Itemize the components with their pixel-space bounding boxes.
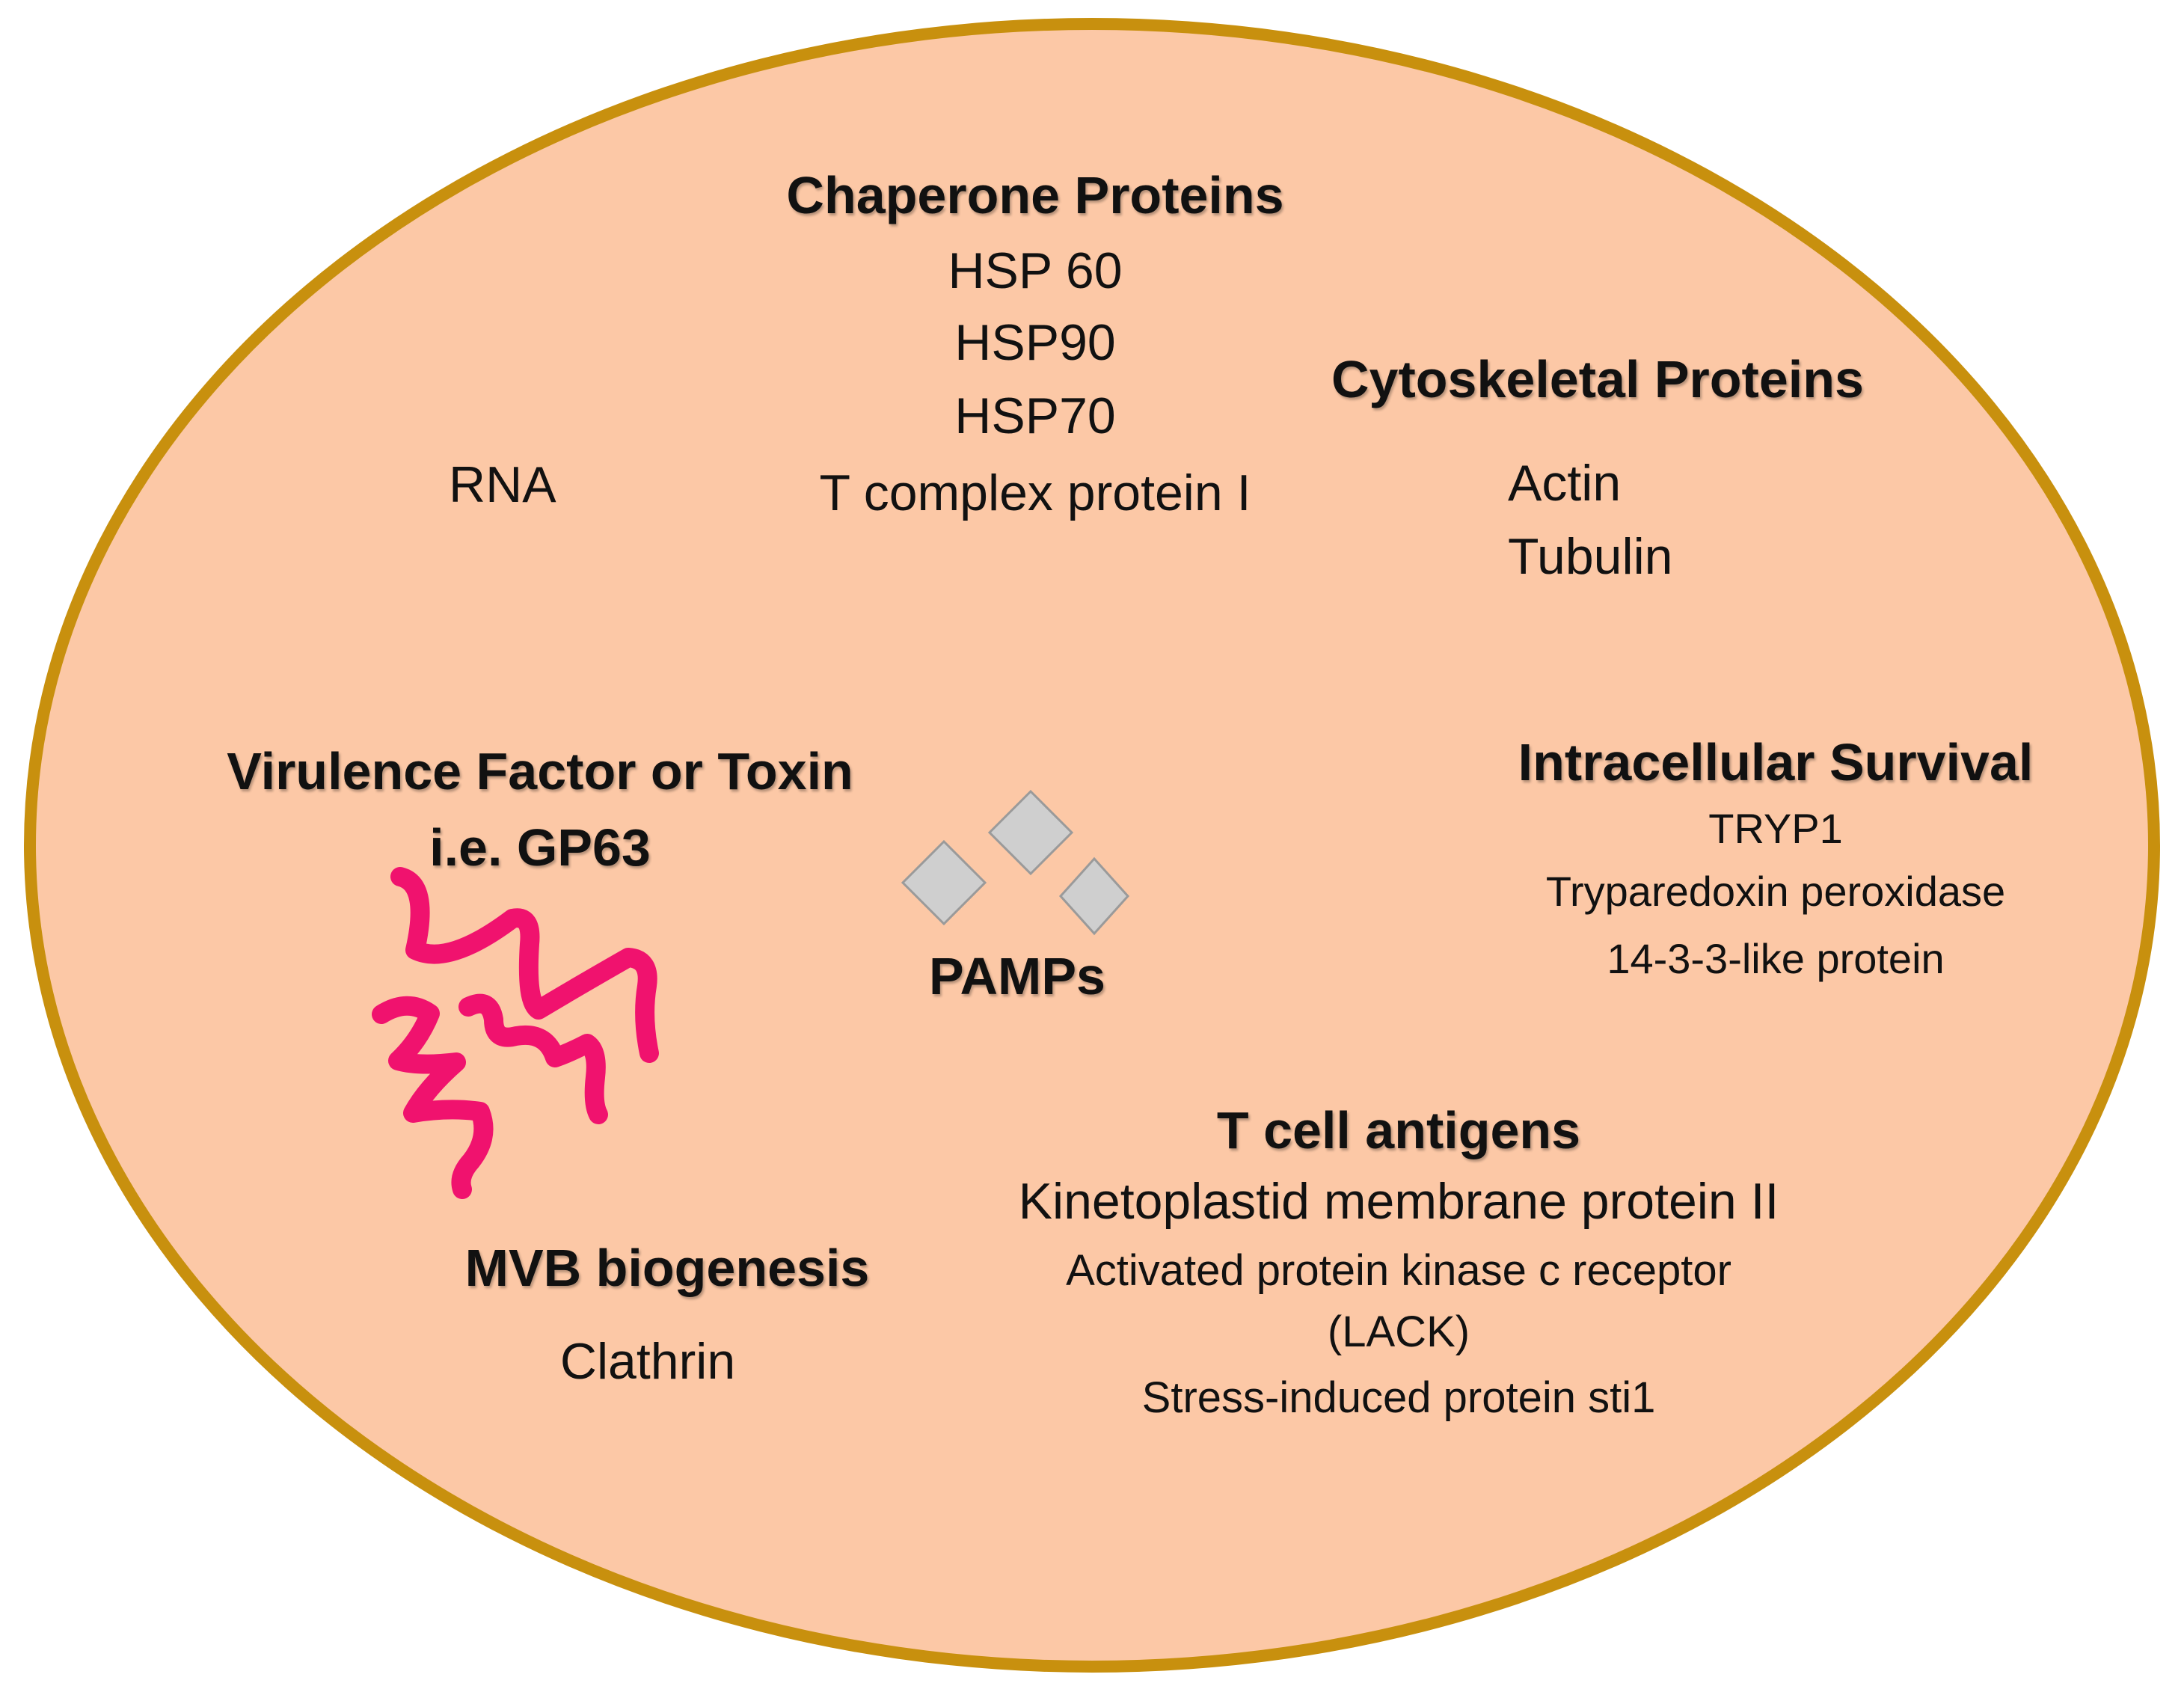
chaperone-item: HSP70 xyxy=(954,387,1116,444)
chaperone-item: T complex protein I xyxy=(819,465,1251,521)
pamp-diamond-icon xyxy=(1058,856,1130,936)
toxin-squiggle-icon xyxy=(372,867,659,1199)
tcell-item: Kinetoplastid membrane protein II xyxy=(1018,1173,1779,1230)
survival-item: Tryparedoxin peroxidase xyxy=(1545,868,2006,915)
cell-ellipse xyxy=(24,18,2160,1673)
cytoskeletal-item: Actin xyxy=(1508,455,1622,512)
survival-title: Intracellular Survival xyxy=(1518,733,2034,791)
squiggle-strand xyxy=(372,996,494,1199)
pamps-label: PAMPs xyxy=(929,947,1105,1005)
mvb-item: Clathrin xyxy=(559,1333,736,1390)
chaperone-item: HSP90 xyxy=(954,314,1116,371)
virulence-title: Virulence Factor or Toxin xyxy=(227,742,853,800)
tcell-item: Stress-induced protein sti1 xyxy=(1141,1373,1656,1422)
survival-item: 14-3-3-like protein xyxy=(1607,935,1945,982)
tcell-title: T cell antigens xyxy=(1216,1101,1581,1159)
cytoskeletal-item: Tubulin xyxy=(1508,528,1673,585)
chaperone-title: Chaperone Proteins xyxy=(786,166,1284,224)
virulence-subtitle: i.e. GP63 xyxy=(429,818,651,877)
tcell-item: Activated protein kinase c receptor xyxy=(1066,1246,1731,1295)
squiggle-strand xyxy=(390,867,659,1063)
pamp-diamond-icon xyxy=(987,789,1074,876)
squiggle-strand xyxy=(458,993,608,1124)
rna-label: RNA xyxy=(449,456,556,513)
chaperone-item: HSP 60 xyxy=(948,242,1123,299)
cytoskeletal-title: Cytoskeletal Proteins xyxy=(1331,350,1864,408)
survival-item: TRYP1 xyxy=(1708,805,1843,852)
pamp-icon-group xyxy=(901,789,1130,936)
tcell-item: (LACK) xyxy=(1327,1308,1470,1356)
pamp-diamond-icon xyxy=(901,839,987,926)
mvb-title: MVB biogenesis xyxy=(464,1239,870,1297)
